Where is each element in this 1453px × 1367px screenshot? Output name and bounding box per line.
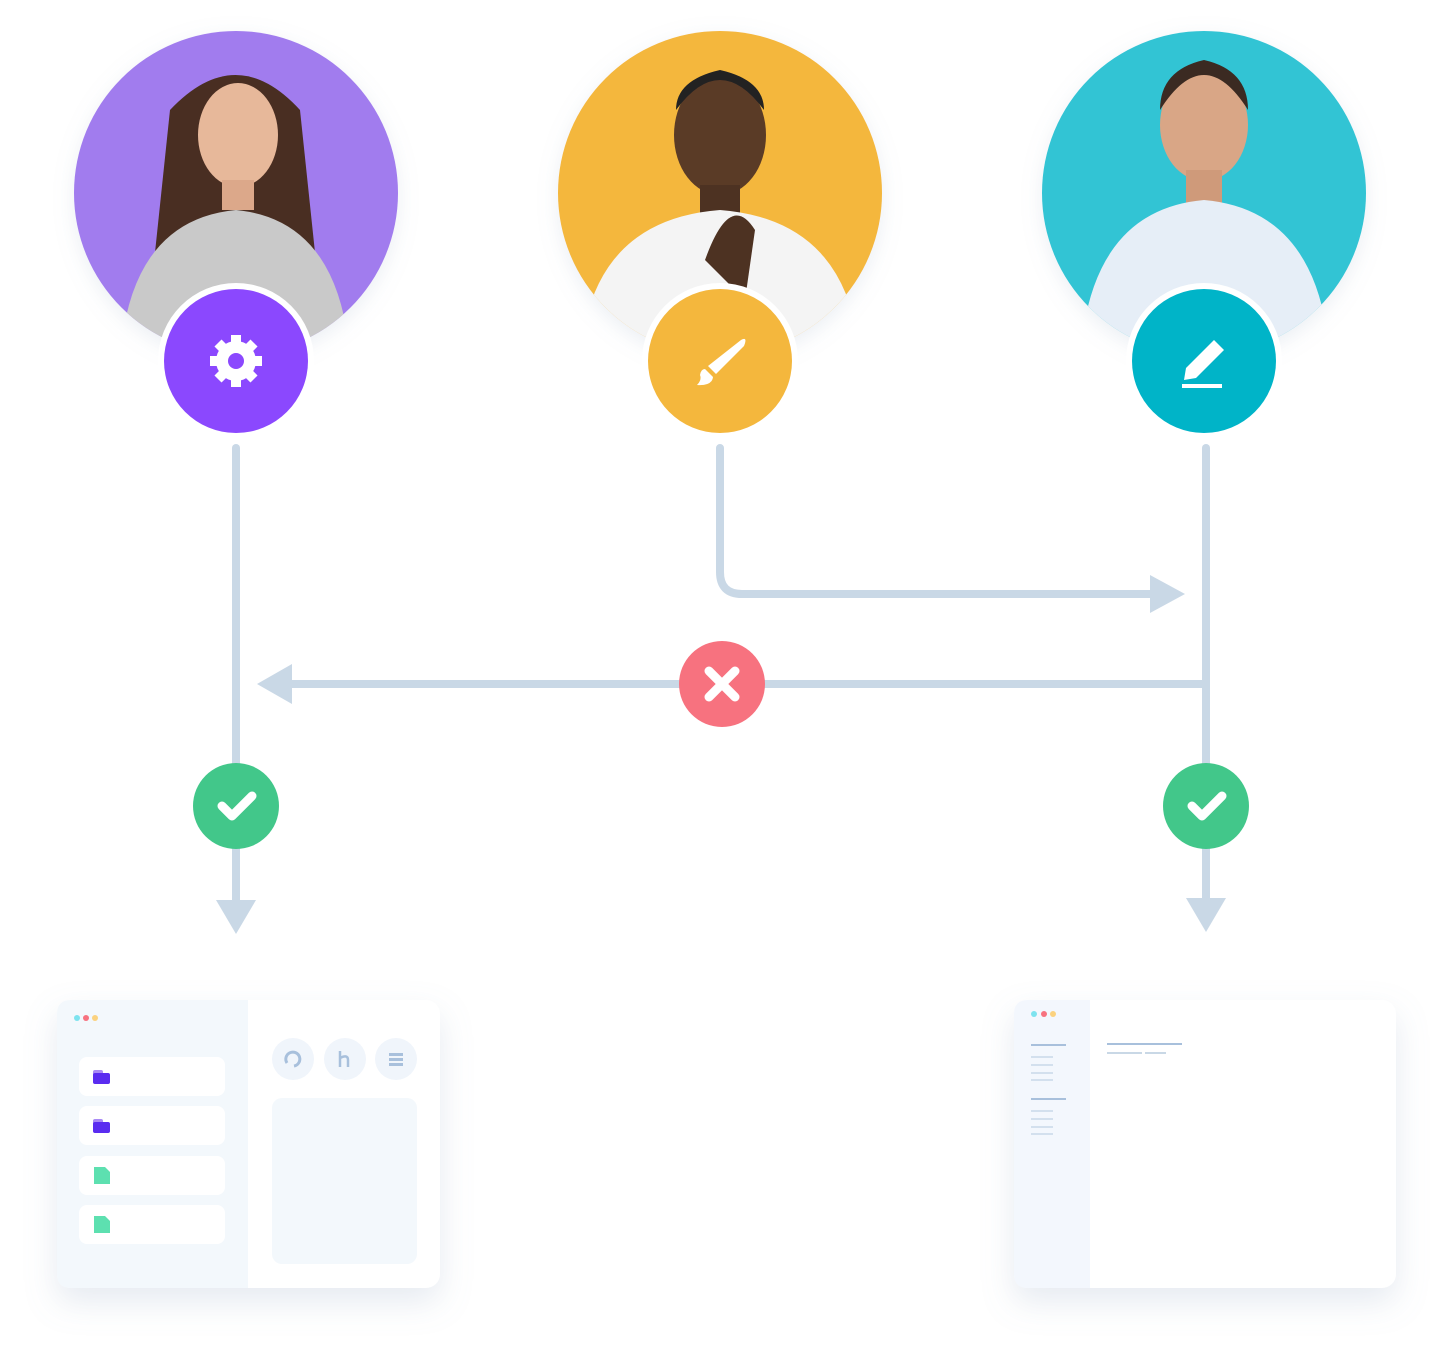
arrow-left-icon xyxy=(257,664,292,704)
avatar-designer xyxy=(558,31,882,355)
gear-icon xyxy=(210,335,262,387)
designer-to-editor-line xyxy=(716,444,1159,598)
role-badge-admin xyxy=(158,283,314,439)
list-item[interactable] xyxy=(79,1156,225,1195)
list-item[interactable] xyxy=(79,1205,225,1244)
approve-badge-admin xyxy=(193,763,279,849)
file-icon xyxy=(94,1216,110,1233)
refresh-button[interactable] xyxy=(272,1038,314,1080)
document-window xyxy=(1014,1000,1396,1288)
list-item[interactable] xyxy=(79,1057,225,1096)
heroku-icon xyxy=(338,1051,350,1067)
approve-badge-editor xyxy=(1163,763,1249,849)
file-list xyxy=(79,1057,225,1244)
list-icon xyxy=(389,1053,403,1066)
document-sidebar-nav xyxy=(1031,1044,1066,1135)
folder-icon xyxy=(93,1070,110,1084)
list-button[interactable] xyxy=(375,1038,417,1080)
role-badge-designer xyxy=(642,283,798,439)
toolbar xyxy=(272,1038,417,1080)
heroku-button[interactable] xyxy=(324,1038,366,1080)
checkmark-icon xyxy=(1187,791,1227,821)
x-mark-icon xyxy=(704,666,740,702)
document-heading-placeholder xyxy=(1107,1043,1182,1054)
arrowheads xyxy=(216,575,1226,934)
pencil-edit-icon xyxy=(1182,340,1224,388)
refresh-icon xyxy=(284,1050,302,1068)
role-badge-editor xyxy=(1126,283,1282,439)
folder-icon xyxy=(93,1119,110,1133)
window-controls xyxy=(1031,1011,1056,1017)
preview-panel xyxy=(272,1098,417,1264)
checkmark-icon xyxy=(217,791,257,821)
arrow-right-icon xyxy=(1150,575,1185,613)
arrow-down-icon xyxy=(216,900,256,934)
paintbrush-icon xyxy=(697,338,746,386)
list-item[interactable] xyxy=(79,1106,225,1145)
reject-badge xyxy=(679,641,765,727)
arrow-down-icon xyxy=(1186,898,1226,932)
window-controls xyxy=(74,1015,98,1021)
file-icon xyxy=(94,1167,110,1184)
